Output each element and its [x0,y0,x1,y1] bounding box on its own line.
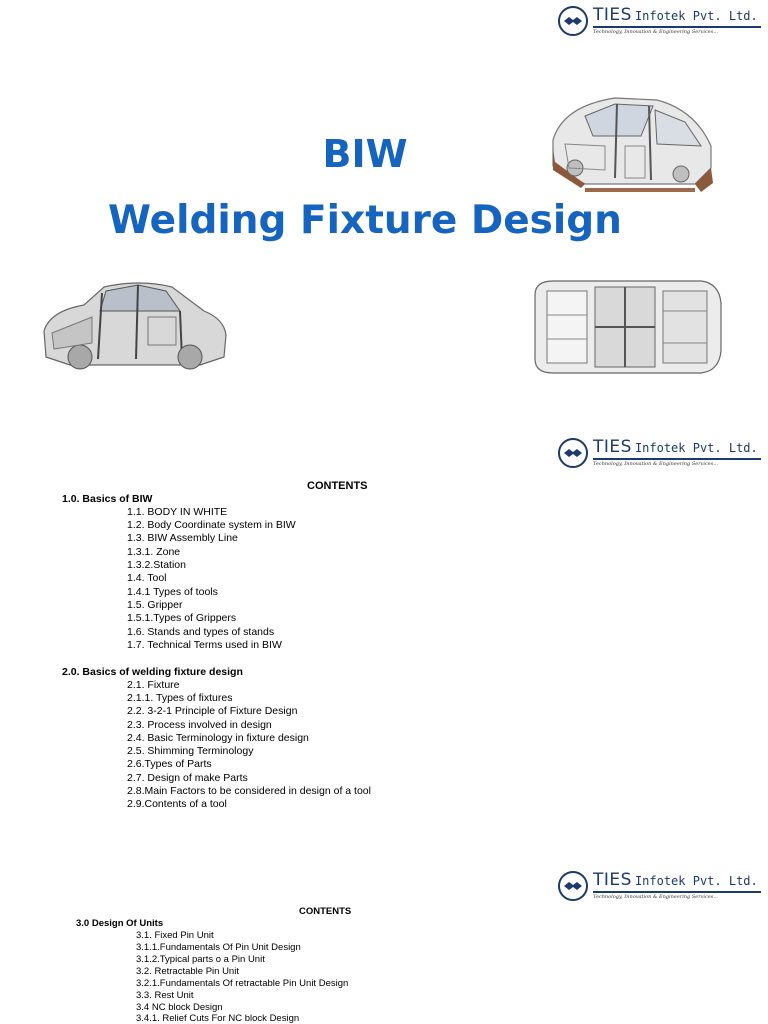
toc-item: 1.5.1.Types of Grippers [127,612,237,624]
toc-item: 2.1.1. Types of fixtures [127,692,233,704]
logo-name-rest: Infotek Pvt. Ltd. [634,874,758,889]
contents-heading: CONTENTS [299,906,352,917]
toc-item: 2.3. Process involved in design [127,719,272,731]
toc-item: 3.4 NC block Design [136,1002,223,1013]
car-body-image-left [40,273,230,379]
toc-item: 2.1. Fixture [127,679,180,691]
toc-item: 2.2. 3-2-1 Principle of Fixture Design [127,705,298,717]
toc-item: 1.3.1. Zone [127,546,181,558]
car-body-image-top-view [525,275,725,379]
toc-item: 2.4. Basic Terminology in fixture design [127,732,309,744]
toc-item: 3.1.2.Typical parts o a Pin Unit [136,954,265,965]
logo-divider [593,891,761,893]
logo-divider [593,458,761,460]
logo-tagline: Technology, Innovation & Engineering Ser… [593,893,719,900]
toc-item: 1.4.1 Types of tools [127,586,218,598]
handshake-icon [558,6,588,36]
toc-item: 1.6. Stands and types of stands [127,626,275,638]
logo-tagline: Technology, Innovation & Engineering Ser… [593,28,719,35]
section-heading-2: 2.0. Basics of welding fixture design [62,666,243,678]
toc-item: 3.2. Retractable Pin Unit [136,966,239,977]
handshake-icon [558,871,588,901]
toc-item: 2.9.Contents of a tool [127,798,227,810]
car-body-image-top-right [545,88,717,198]
toc-item: 1.3. BIW Assembly Line [127,532,238,544]
logo-divider [593,26,761,28]
toc-item: 1.2. Body Coordinate system in BIW [127,519,296,531]
toc-item: 1.3.2.Station [127,559,186,571]
section-heading-1: 1.0. Basics of BIW [62,493,153,505]
toc-item: 3.4.1. Relief Cuts For NC block Design [136,1013,300,1024]
toc-item: 3.2.1.Fundamentals Of retractable Pin Un… [136,978,349,989]
toc-item: 1.7. Technical Terms used in BIW [127,639,282,651]
contents-heading: CONTENTS [307,480,368,492]
logo-name-rest: Infotek Pvt. Ltd. [634,9,758,24]
logo-tagline: Technology, Innovation & Engineering Ser… [593,460,719,467]
toc-item: 3.3. Rest Unit [136,990,194,1001]
toc-item: 2.8.Main Factors to be considered in des… [127,785,371,797]
section-heading-3: 3.0 Design Of Units [76,918,164,929]
cover-title-line2: Welding Fixture Design [108,198,622,243]
logo-name-main: TIES [593,870,632,891]
toc-item: 1.1. BODY IN WHITE [127,506,228,518]
toc-item: 3.1. Fixed Pin Unit [136,930,214,941]
toc-item: 2.5. Shimming Terminology [127,745,254,757]
toc-item: 1.5. Gripper [127,599,183,611]
toc-item: 1.4. Tool [127,572,167,584]
logo-name-main: TIES [593,5,632,26]
handshake-icon [558,438,588,468]
logo-name-rest: Infotek Pvt. Ltd. [634,441,758,456]
toc-item: 3.1.1.Fundamentals Of Pin Unit Design [136,942,301,953]
logo-name-main: TIES [593,437,632,458]
toc-item: 2.6.Types of Parts [127,758,212,770]
cover-title-line1: BIW [322,132,408,176]
toc-item: 2.7. Design of make Parts [127,772,248,784]
